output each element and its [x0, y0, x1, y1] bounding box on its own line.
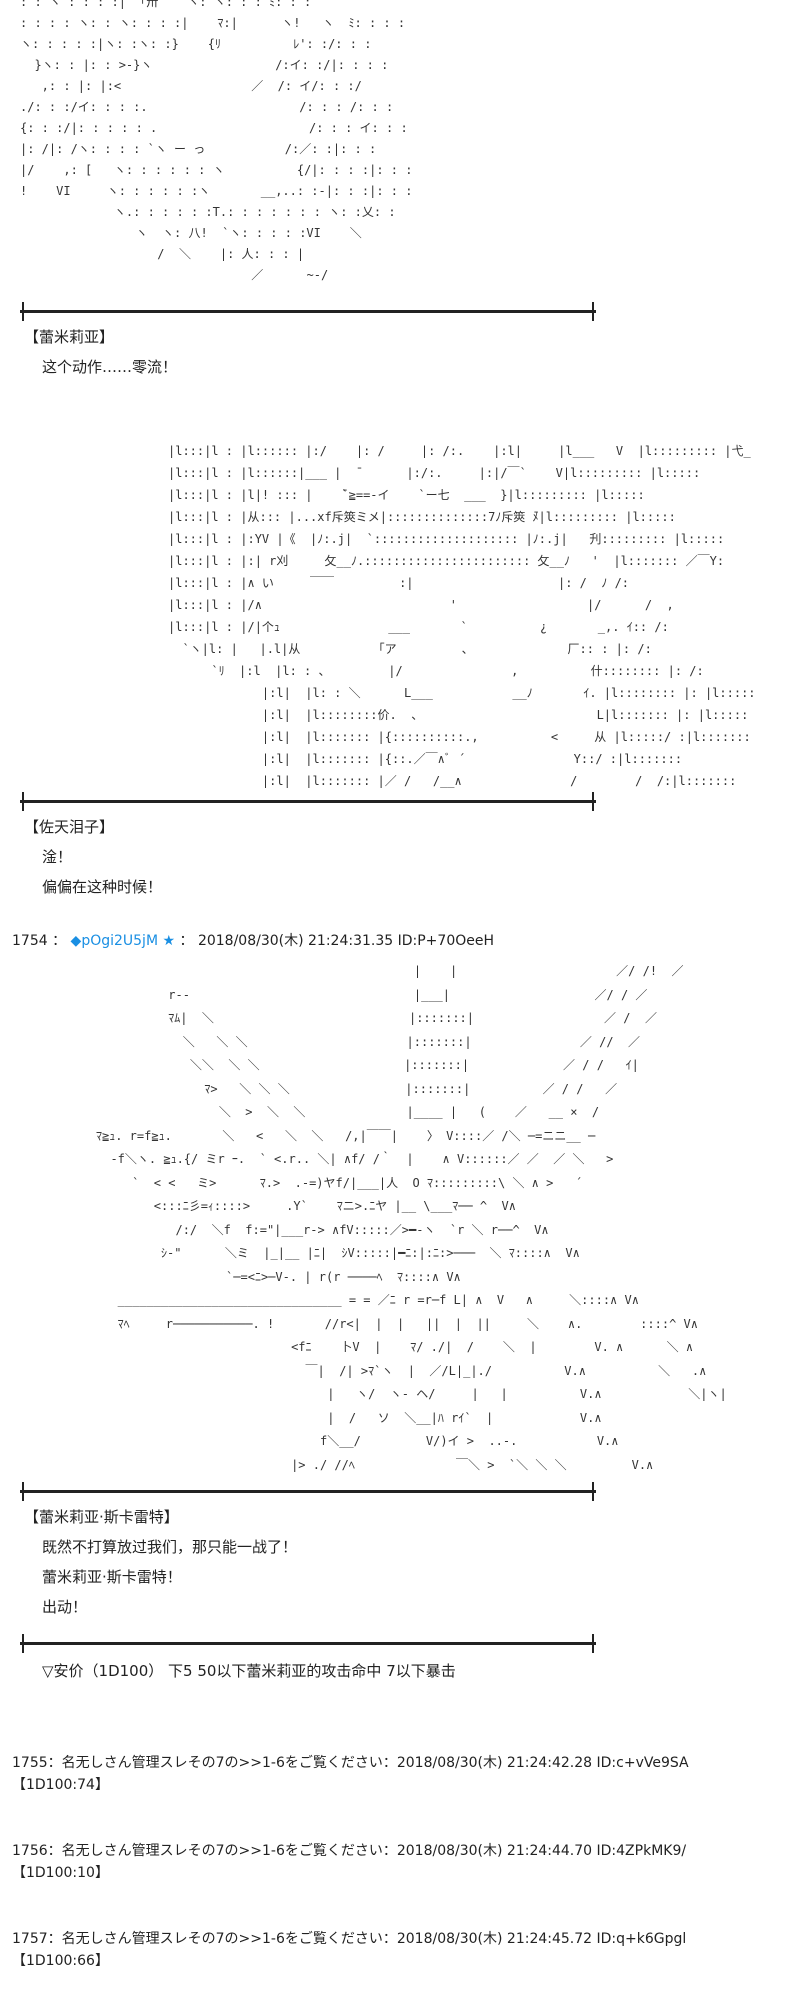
- divider-rule: [20, 302, 596, 321]
- post-id: ID:P+70OeeH: [397, 933, 494, 949]
- separator: ：: [52, 933, 67, 949]
- dialogue-line: 偏偏在这种时候！: [42, 878, 163, 896]
- vote-note: ▽安价（1D100） 下5 50以下蕾米莉亚的攻击命中 7以下暴击: [42, 1662, 456, 1680]
- post-1757: 1757：名无しさん管理スレその7の>>1-6をご覧ください：2018/08/3…: [12, 1928, 686, 1972]
- poster-trip-link[interactable]: ◆pOgi2U5jM ★: [70, 933, 176, 949]
- post-header: 1757：名无しさん管理スレその7の>>1-6をご覧ください：2018/08/3…: [12, 1931, 687, 1947]
- post-header: 1755：名无しさん管理スレその7の>>1-6をご覧ください：2018/08/3…: [12, 1755, 689, 1771]
- ascii-art-3: | | ／/ /! ／ r‐- |___| ／/ / ／ ﾏﾑ| ＼ |::::…: [96, 964, 727, 1472]
- post-1755: 1755：名无しさん管理スレその7の>>1-6をご覧ください：2018/08/3…: [12, 1752, 689, 1796]
- dialogue-line: 既然不打算放过我们，那只能一战了！: [42, 1538, 298, 1556]
- divider-rule: [20, 1482, 596, 1501]
- post-date: 2018/08/30(木) 21:24:31.35: [197, 933, 394, 949]
- speaker-name: 【蕾米莉亚】: [24, 328, 115, 346]
- dice-result: 【1D100:10】: [12, 1865, 109, 1881]
- divider-rule: [20, 792, 596, 811]
- post-header-1754: 1754 ： ◆pOgi2U5jM ★ ： 2018/08/30(木) 21:2…: [12, 930, 494, 950]
- divider-rule: [20, 1634, 596, 1653]
- dialogue-block: 【蕾米莉亚】 这个动作……零流！: [24, 322, 177, 382]
- dice-result: 【1D100:66】: [12, 1953, 109, 1969]
- speaker-name: 【蕾米莉亚·斯卡雷特】: [24, 1508, 179, 1526]
- ascii-art-1: : : ヽ : : : :| ｢卅 ヽ: ヽ: : : ﾐ: : : : : :…: [20, 0, 413, 282]
- post-header: 1756：名无しさん管理スレその7の>>1-6をご覧ください：2018/08/3…: [12, 1843, 687, 1859]
- speaker-name: 【佐天泪子】: [24, 818, 115, 836]
- dialogue-line: 这个动作……零流！: [42, 358, 178, 376]
- post-1756: 1756：名无しさん管理スレその7の>>1-6をご覧ください：2018/08/3…: [12, 1840, 686, 1884]
- dialogue-line: 淦！: [42, 848, 73, 866]
- dialogue-line: 出动！: [42, 1598, 88, 1616]
- dialogue-block: 【佐天泪子】 淦！ 偏偏在这种时候！: [24, 812, 162, 902]
- dialogue-line: 蕾米莉亚·斯卡雷特！: [42, 1568, 182, 1586]
- post-number: 1754: [12, 933, 48, 949]
- ascii-art-2: |l:::|l : |l:::::: |:/ |: / |: /:. |:l| …: [168, 444, 756, 788]
- dice-result: 【1D100:74】: [12, 1777, 109, 1793]
- separator: ：: [179, 933, 194, 949]
- dialogue-block: 【蕾米莉亚·斯卡雷特】 既然不打算放过我们，那只能一战了！ 蕾米莉亚·斯卡雷特！…: [24, 1502, 297, 1622]
